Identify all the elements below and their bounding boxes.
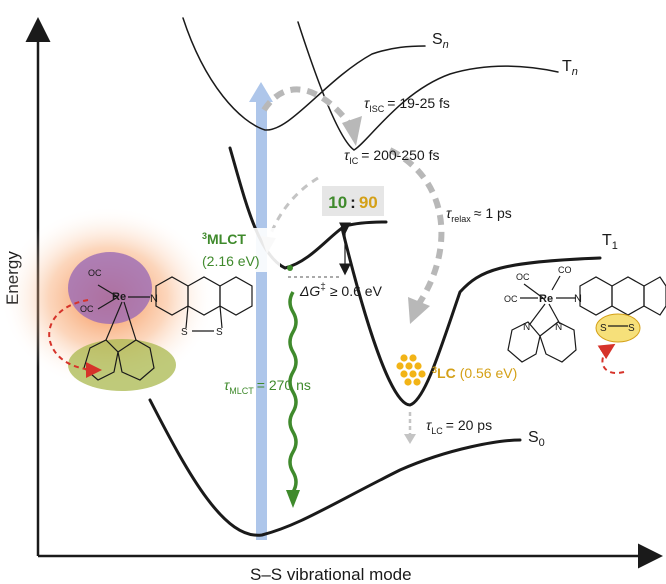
lc-dots: [396, 354, 426, 386]
ss-bond-highlight: [595, 313, 641, 343]
svg-text:N: N: [150, 293, 158, 305]
s0-label: S0: [528, 429, 545, 449]
relaxation-arrows: [261, 86, 445, 444]
isc-arrow: [261, 86, 355, 130]
svg-text:10:90: 10:90: [328, 193, 378, 212]
mlct-curve: [228, 146, 388, 270]
lc-label: 3LC(0.56 eV): [432, 365, 517, 381]
tau-lc-label: τLC= 20 ps: [426, 417, 492, 436]
tau-ic-label: τIC= 200-250 fs: [344, 147, 439, 166]
svg-text:OC: OC: [516, 272, 530, 282]
molecule-left: OC OC Re N S S: [0, 206, 253, 391]
tn-label: Tn: [562, 58, 578, 78]
bpy-acceptor-highlight: [68, 339, 176, 391]
svg-text:N: N: [574, 293, 582, 305]
svg-text:OC: OC: [504, 294, 518, 304]
tau-isc-label: τISC= 19-25 fs: [364, 95, 450, 114]
mlct-donor-highlight: [68, 252, 152, 324]
svg-text:S: S: [600, 323, 607, 334]
mlct-transfer-arrow: [48, 299, 102, 378]
svg-text:S: S: [216, 327, 223, 338]
svg-text:N: N: [555, 322, 562, 333]
svg-text:(2.16 eV): (2.16 eV): [202, 253, 260, 269]
ic-to-mlct-arrow: [266, 176, 319, 243]
svg-text:S: S: [628, 323, 635, 334]
tn-curve: [297, 21, 559, 151]
svg-text:3MLCT: 3MLCT: [202, 231, 246, 247]
excitation-arrow: [249, 82, 273, 540]
svg-text:N: N: [523, 322, 530, 333]
barrier-indicator: [287, 222, 351, 278]
sn-curve: [182, 17, 426, 131]
svg-text:S: S: [181, 327, 188, 338]
svg-text:CO: CO: [558, 265, 572, 275]
svg-text:Re: Re: [112, 291, 126, 303]
x-axis-label: S–S vibrational mode: [250, 565, 412, 584]
potential-curves: [148, 17, 602, 537]
svg-text:OC: OC: [88, 268, 102, 278]
ratio-box: 10:90: [322, 186, 384, 216]
lc-localized-arrow: [597, 343, 625, 375]
state-labels: Sn Tn T1 S0: [432, 31, 618, 449]
mlct-label: 3MLCT (2.16 eV): [198, 228, 280, 272]
molecule-right: OC CO OC Re N N N S S: [504, 265, 666, 375]
svg-text:Re: Re: [539, 293, 553, 305]
s0-curve: [148, 398, 522, 537]
tau-relax-label: τrelax≈ 1 ps: [446, 205, 512, 224]
lc-curve: [340, 226, 602, 407]
tau-mlct-label: τMLCT= 270 ns: [224, 377, 311, 396]
svg-text:OC: OC: [80, 304, 94, 314]
sn-label: Sn: [432, 31, 449, 51]
barrier-label: ΔG‡≥ 0.6 eV: [299, 282, 383, 299]
t1-label: T1: [602, 232, 618, 252]
relax-arrow: [388, 147, 445, 307]
mlct-emission-wave: [288, 291, 298, 493]
